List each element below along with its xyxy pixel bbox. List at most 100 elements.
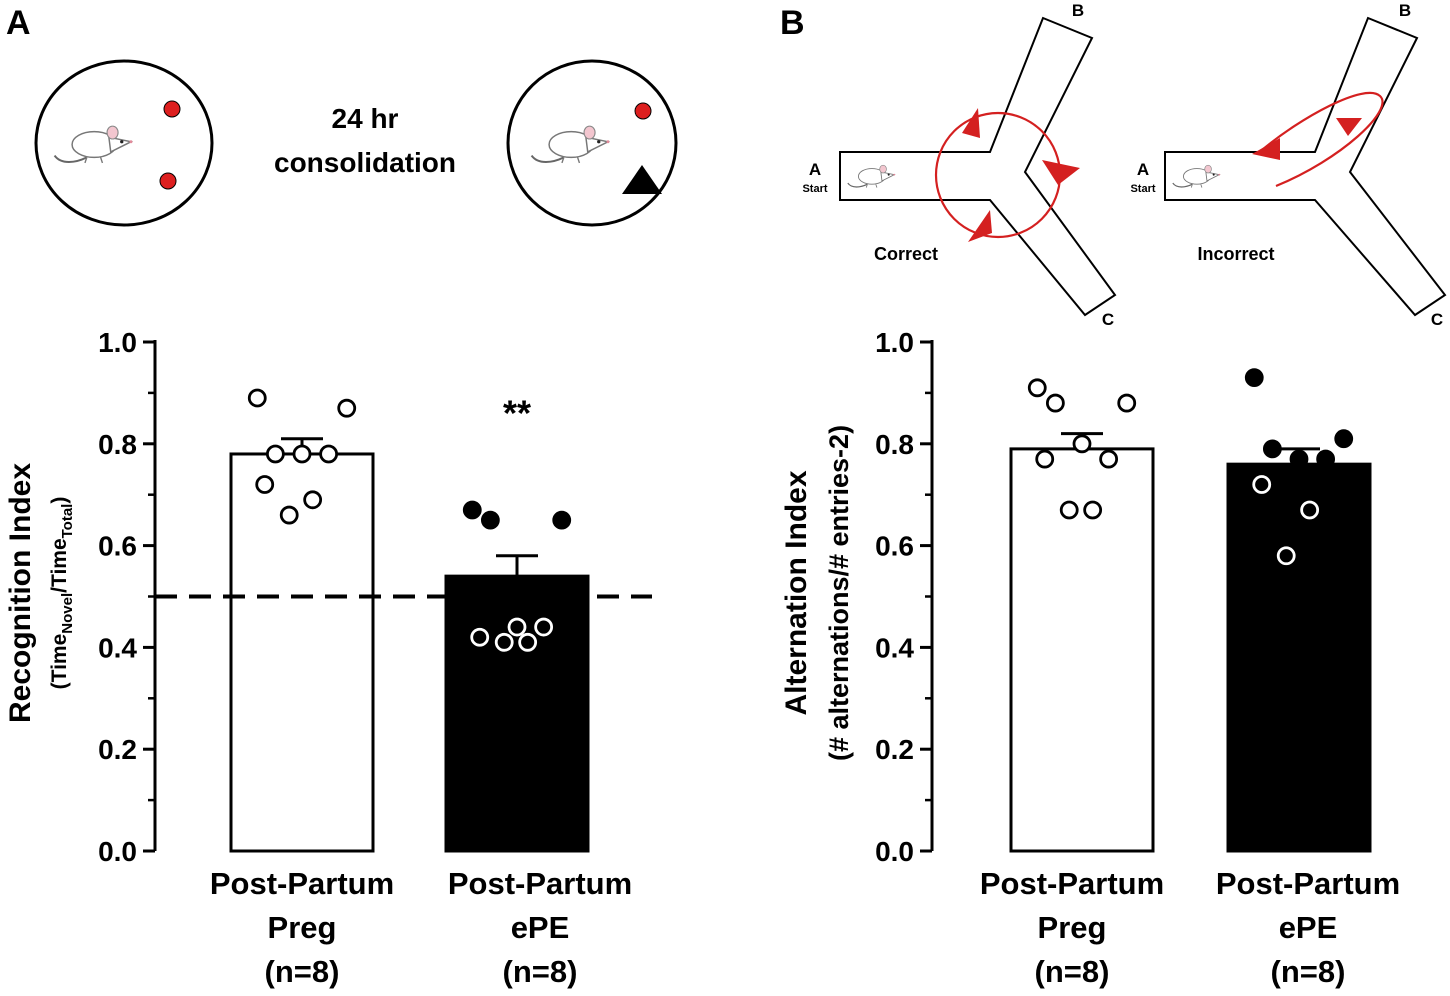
chart-a-y-axis-subtitle: (TimeNovel/TimeTotal) bbox=[48, 497, 76, 690]
arm-a-start: Start bbox=[802, 183, 827, 195]
data-point bbox=[1334, 429, 1354, 449]
data-point bbox=[1083, 500, 1103, 520]
y-tick-label: 0.8 bbox=[98, 429, 137, 460]
arrow-head-icon bbox=[1336, 118, 1362, 136]
chart-a: Recognition Index (TimeNovel/TimeTotal) … bbox=[4, 327, 652, 989]
arrow-head-icon bbox=[1042, 160, 1080, 185]
x-label-epe-line1: Post-Partum bbox=[1216, 866, 1400, 901]
x-label-preg-line2: Preg bbox=[1038, 910, 1107, 945]
delay-label-line2: consolidation bbox=[274, 147, 456, 178]
data-point bbox=[303, 490, 323, 510]
data-point bbox=[337, 398, 357, 418]
bar-epe bbox=[444, 574, 590, 853]
significance-label: ** bbox=[503, 392, 531, 433]
data-point bbox=[480, 510, 500, 530]
familiar-object-bottom bbox=[159, 172, 177, 190]
data-point bbox=[1099, 449, 1119, 469]
x-label-epe-line2: ePE bbox=[1279, 910, 1338, 945]
x-label-epe-line3: (n=8) bbox=[503, 954, 578, 989]
y-tick-label: 1.0 bbox=[98, 327, 137, 358]
data-point bbox=[1316, 449, 1336, 469]
y-tick-label: 0.6 bbox=[98, 531, 137, 562]
y-tick-label: 0.2 bbox=[875, 734, 914, 765]
x-label-epe-line1: Post-Partum bbox=[448, 866, 632, 901]
novel-object-triangle bbox=[622, 165, 662, 194]
correct-label: Correct bbox=[874, 244, 938, 264]
familiar-object-top bbox=[163, 100, 181, 118]
data-point bbox=[1300, 500, 1320, 520]
arrow-head-icon bbox=[968, 210, 992, 242]
arm-c-label: C bbox=[1102, 310, 1114, 329]
y-tick-label: 0.0 bbox=[875, 836, 914, 867]
data-point bbox=[1244, 368, 1264, 388]
data-point bbox=[255, 475, 275, 494]
ymaze-correct: A Start B C Correct bbox=[802, 1, 1117, 329]
y-tick-label: 0.4 bbox=[875, 632, 914, 663]
data-point bbox=[319, 444, 339, 464]
y-tick-label: 0.0 bbox=[98, 836, 137, 867]
arm-a-label: A bbox=[1137, 160, 1149, 179]
data-point bbox=[1027, 378, 1047, 398]
arm-c-label: C bbox=[1431, 310, 1443, 329]
panel-b: B A Start B C Correct A Start B C In bbox=[780, 1, 1447, 989]
data-point bbox=[1276, 546, 1296, 566]
data-point bbox=[1035, 449, 1055, 469]
data-point bbox=[1117, 393, 1137, 413]
delay-label-line1: 24 hr bbox=[332, 103, 399, 134]
data-point bbox=[534, 617, 554, 637]
incorrect-path bbox=[1261, 91, 1384, 188]
nor-schematic: 24 hr consolidation bbox=[34, 59, 678, 227]
data-point bbox=[1262, 439, 1282, 459]
data-point bbox=[518, 632, 538, 652]
panel-a: A 24 hr consolidation Recognition Index bbox=[4, 4, 678, 989]
ymaze-incorrect: A Start B C Incorrect bbox=[1130, 1, 1447, 329]
bar-preg bbox=[229, 452, 375, 853]
arm-b-label: B bbox=[1399, 1, 1411, 20]
data-point bbox=[247, 388, 267, 408]
arena-test bbox=[506, 59, 678, 227]
chart-b: Alternation Index (# alternations/# entr… bbox=[780, 327, 1400, 989]
data-point bbox=[507, 617, 527, 637]
y-tick-label: 0.4 bbox=[98, 632, 137, 663]
arena-training bbox=[34, 59, 214, 227]
data-point bbox=[279, 505, 299, 525]
data-point bbox=[265, 444, 285, 464]
y-tick-label: 0.8 bbox=[875, 429, 914, 460]
ymaze-outline bbox=[839, 16, 1117, 317]
data-point bbox=[1059, 500, 1079, 520]
chart-a-ylabel-sub: (TimeNovel/TimeTotal) bbox=[48, 497, 76, 690]
data-point bbox=[470, 627, 490, 647]
data-point bbox=[292, 444, 312, 464]
chart-b-plot: 0.00.20.40.60.81.0 bbox=[875, 327, 1372, 867]
arrow-head-icon bbox=[962, 108, 980, 138]
arm-b-label: B bbox=[1072, 1, 1084, 20]
chart-a-y-axis-title: Recognition Index bbox=[4, 463, 37, 723]
data-point bbox=[462, 500, 482, 520]
x-label-preg-line3: (n=8) bbox=[1035, 954, 1110, 989]
x-label-preg-line1: Post-Partum bbox=[980, 866, 1164, 901]
arm-a-label: A bbox=[809, 160, 821, 179]
arrow-head-icon bbox=[1252, 138, 1280, 160]
incorrect-label: Incorrect bbox=[1197, 244, 1274, 264]
data-point bbox=[1252, 475, 1272, 494]
panel-b-letter: B bbox=[780, 4, 805, 42]
x-label-epe-line2: ePE bbox=[511, 910, 570, 945]
data-point bbox=[552, 510, 572, 530]
chart-a-x-labels: Post-Partum Preg (n=8) Post-Partum ePE (… bbox=[210, 866, 632, 989]
panel-a-letter: A bbox=[6, 4, 31, 42]
x-label-preg-line3: (n=8) bbox=[265, 954, 340, 989]
familiar-object bbox=[634, 102, 652, 120]
bar-preg bbox=[1009, 447, 1155, 853]
data-point bbox=[1289, 449, 1309, 469]
y-tick-label: 0.2 bbox=[98, 734, 137, 765]
chart-b-ylabel: Alternation Index bbox=[780, 470, 813, 715]
chart-b-y-axis-title: Alternation Index bbox=[780, 470, 813, 715]
data-point bbox=[494, 632, 514, 652]
chart-b-x-labels: Post-Partum Preg (n=8) Post-Partum ePE (… bbox=[980, 866, 1400, 989]
y-tick-label: 0.6 bbox=[875, 531, 914, 562]
arm-a-start: Start bbox=[1130, 183, 1155, 195]
data-point bbox=[1072, 434, 1092, 454]
chart-a-ylabel: Recognition Index bbox=[4, 463, 37, 723]
x-label-preg-line2: Preg bbox=[268, 910, 337, 945]
